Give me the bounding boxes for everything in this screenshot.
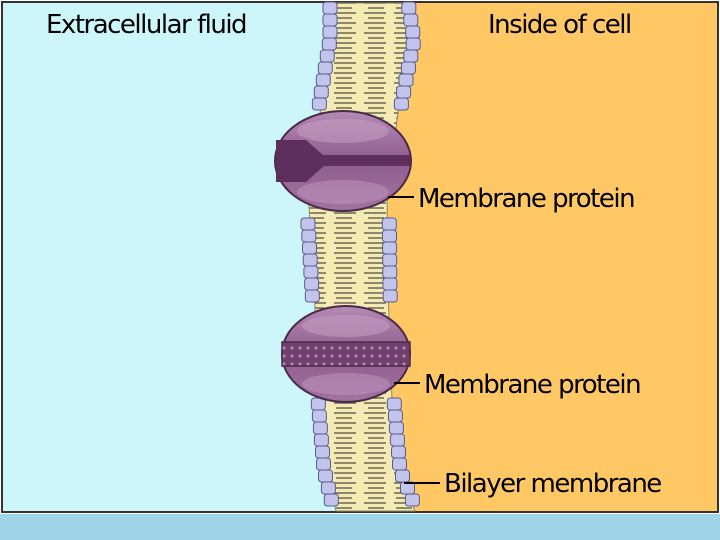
phospholipid-head-icon — [303, 265, 319, 279]
phospholipid-head-icon — [398, 73, 414, 87]
phospholipid-head-icon — [382, 241, 398, 255]
phospholipid-head-icon — [405, 25, 421, 39]
phospholipid-head-icon — [304, 277, 320, 291]
phospholipid-head-icon — [389, 433, 405, 447]
phospholipid-head-icon — [403, 49, 419, 63]
label-bilayer-membrane: Bilayer membrane — [444, 469, 662, 499]
phospholipid-head-icon — [403, 13, 419, 27]
phospholipid-head-icon — [386, 397, 402, 411]
phospholipid-head-icon — [318, 469, 333, 483]
phospholipid-head-icon — [311, 97, 327, 111]
phospholipid-head-icon — [400, 61, 416, 75]
phospholipid-head-icon — [302, 253, 318, 267]
phospholipid-head-icon — [382, 265, 398, 279]
phospholipid-head-icon — [382, 277, 398, 291]
membrane-protein-1 — [274, 110, 412, 212]
phospholipid-head-icon — [315, 73, 331, 87]
label-membrane-protein-2: Membrane protein — [424, 370, 642, 400]
phospholipid-head-icon — [321, 37, 337, 51]
phospholipid-head-icon — [395, 469, 410, 483]
phospholipid-head-icon — [312, 421, 328, 435]
phospholipid-head-icon — [382, 229, 397, 243]
phospholipid-head-icon — [313, 85, 329, 99]
phospholipid-head-icon — [301, 229, 317, 243]
label-membrane-protein-1: Membrane protein — [418, 184, 636, 214]
phospholipid-head-icon — [322, 25, 338, 39]
phospholipid-head-icon — [387, 409, 403, 423]
phospholipid-head-icon — [302, 241, 317, 255]
phospholipid-head-icon — [393, 97, 409, 111]
phospholipid-head-icon — [391, 445, 406, 459]
phospholipid-head-icon — [382, 289, 398, 303]
phospholipid-head-icon — [311, 409, 327, 423]
phospholipid-head-icon — [300, 217, 316, 231]
label-inside-of-cell: Inside of cell — [488, 10, 632, 40]
phospholipid-head-icon — [322, 1, 338, 15]
membrane-protein-2 — [281, 305, 411, 403]
phospholipid-head-icon — [320, 481, 336, 495]
phospholipid-head-icon — [323, 493, 339, 507]
phospholipid-head-icon — [382, 253, 398, 267]
phospholipid-head-icon — [319, 49, 335, 63]
phospholipid-head-icon — [404, 493, 420, 507]
cytoplasm-region — [387, 3, 717, 511]
phospholipid-head-icon — [405, 37, 421, 51]
phospholipid-head-icon — [396, 85, 412, 99]
phospholipid-head-icon — [322, 13, 338, 27]
footer-strip — [0, 514, 720, 540]
phospholipid-head-icon — [401, 1, 417, 15]
phospholipid-head-icon — [381, 217, 397, 231]
phospholipid-head-icon — [316, 457, 331, 471]
phospholipid-head-icon — [313, 433, 329, 447]
phospholipid-head-icon — [315, 445, 330, 459]
phospholipid-head-icon — [392, 457, 407, 471]
phospholipid-head-icon — [304, 289, 320, 303]
phospholipid-heads — [300, 1, 421, 507]
phospholipid-head-icon — [317, 61, 333, 75]
label-extracellular-fluid: Extracellular fluid — [46, 10, 248, 40]
phospholipid-head-icon — [388, 421, 404, 435]
